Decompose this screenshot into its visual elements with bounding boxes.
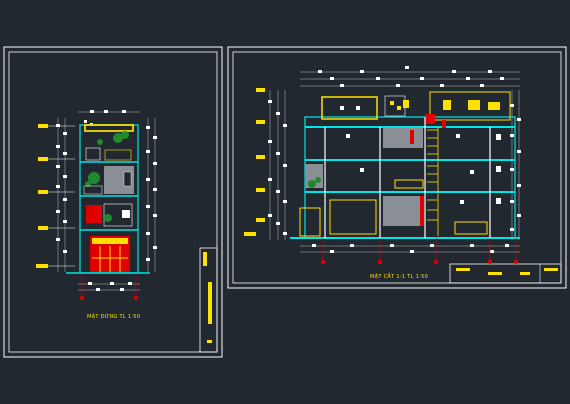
dimension-lines-right xyxy=(269,71,520,253)
elevation-sheet: MẶT ĐỨNG TL 1:50 xyxy=(3,46,223,358)
roof-plants xyxy=(97,131,129,145)
title-block-mark xyxy=(208,282,212,324)
roof-red-element xyxy=(425,114,435,124)
roof-details xyxy=(390,100,500,110)
stair xyxy=(427,128,439,236)
sheet-inner-border-right xyxy=(232,51,562,284)
railing xyxy=(394,179,424,189)
section-grey-fills xyxy=(305,128,423,226)
balcony-plants xyxy=(85,172,100,187)
level-markers-left xyxy=(36,124,48,268)
title-block-mark xyxy=(207,340,212,343)
dimension-ticks-right xyxy=(268,66,521,253)
title-block-marks xyxy=(456,268,558,275)
window xyxy=(103,203,133,227)
title-block-right xyxy=(449,263,562,284)
roof-structure xyxy=(429,91,511,121)
sheet-border-left xyxy=(3,46,223,358)
floor1-plants xyxy=(104,214,112,222)
window xyxy=(123,171,132,187)
sheet-border-right xyxy=(227,46,567,289)
grid-axis-bubble xyxy=(133,295,139,301)
section-grid-axes xyxy=(322,238,517,262)
section-slabs xyxy=(290,126,520,239)
title-block-mark xyxy=(203,252,207,266)
window-red xyxy=(86,205,102,223)
balcony-railing xyxy=(83,185,103,195)
level-markers-right xyxy=(244,88,265,236)
level-lines-left xyxy=(48,125,75,267)
elevation-caption: MẶT ĐỨNG TL 1:50 xyxy=(87,313,140,320)
roof-window xyxy=(384,95,406,117)
roof-stair-house xyxy=(321,96,378,120)
facade-elevation xyxy=(66,124,150,301)
section-columns xyxy=(324,117,491,238)
section-sheet: MẶT CẮT 1-1 TL 1:50 xyxy=(227,46,567,289)
grid-axis-bubble xyxy=(79,295,85,301)
building-section xyxy=(290,91,520,265)
section-caption: MẶT CẮT 1-1 TL 1:50 xyxy=(370,272,428,280)
dimension-ticks-left xyxy=(56,110,157,291)
section-fixtures xyxy=(340,106,501,204)
title-block-left xyxy=(199,247,218,353)
sheet-inner-border-left xyxy=(8,51,218,353)
door-header xyxy=(92,238,128,244)
balcony-railing xyxy=(104,149,132,161)
section-plants xyxy=(308,177,321,188)
door-grille xyxy=(92,246,128,272)
section-grid-bubbles xyxy=(320,259,519,265)
section-yellow-details xyxy=(299,199,488,237)
roof-parapet-gap xyxy=(86,126,132,130)
section-red-details xyxy=(410,120,446,226)
sign xyxy=(122,210,130,218)
window xyxy=(85,147,101,161)
